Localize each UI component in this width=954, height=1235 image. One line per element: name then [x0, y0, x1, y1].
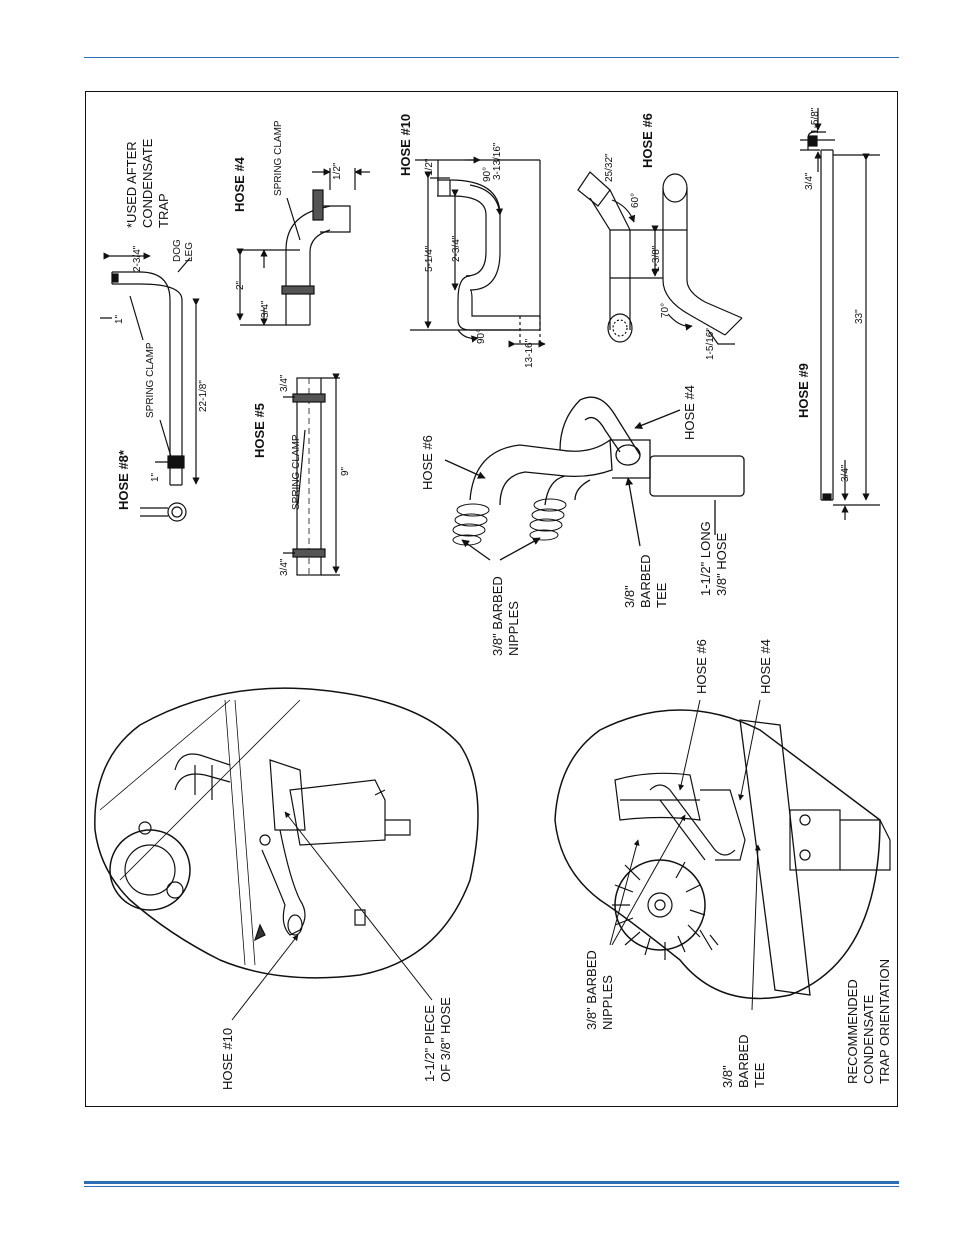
hose8-note-1: *USED AFTER — [124, 141, 139, 228]
assembly-nipples-1: 3/8" BARBED — [490, 576, 505, 656]
hose10-dim-6: 90° — [476, 329, 487, 344]
hose5-dim-3: 3/4" — [279, 558, 290, 576]
hose10-dim-5: 2-3/4" — [451, 235, 462, 262]
hose8-dim-3: 1" — [114, 314, 125, 324]
hose5-drawing — [283, 373, 340, 576]
assembly-hose4-label: HOSE #4 — [682, 385, 697, 440]
assembly-drawing — [444, 396, 745, 561]
hose9-title: HOSE #9 — [796, 363, 811, 418]
hose5-title: HOSE #5 — [252, 403, 267, 458]
hose5-dim-1: 3/4" — [279, 374, 290, 392]
photo2-caption-1: RECOMMENDED — [845, 979, 860, 1084]
photo1-piece-1: 1-1/2" PIECE — [422, 1005, 437, 1082]
hose4-dim-3: 3/4" — [260, 300, 271, 318]
hose10-drawing — [410, 156, 546, 348]
assembly-tee-1: 3/8" — [622, 585, 637, 608]
photo2-tee-2: BARBED — [736, 1035, 751, 1088]
hose8-dim-1: 1" — [150, 472, 161, 482]
assembly-tee-2: BARBED — [638, 555, 653, 608]
assembly-long-hose-2: 3/8" HOSE — [714, 533, 729, 596]
photo1-hose10-label: HOSE #10 — [220, 1028, 235, 1090]
hose4-title: HOSE #4 — [232, 156, 247, 212]
hose6-dim-4: 70° — [660, 303, 671, 318]
footer-rule — [84, 1181, 899, 1184]
hose4-drawing — [236, 168, 370, 326]
photo1-illustration — [94, 687, 479, 979]
photo2-hose6-label: HOSE #6 — [694, 639, 709, 694]
hose8-drawing — [100, 252, 200, 522]
photo2-caption-3: TRAP ORIENTATION — [877, 959, 892, 1084]
hose6-dim-2: 60° — [630, 193, 641, 208]
hose8-note-3: TRAP — [156, 193, 171, 228]
header-rule — [84, 57, 899, 58]
hose8-title: HOSE #8* — [116, 449, 131, 510]
photo2-tee-1: 3/8" — [720, 1065, 735, 1088]
photo2-nipples-2: NIPPLES — [600, 975, 615, 1030]
figure-frame — [85, 91, 898, 1107]
photo2-caption-2: CONDENSATE — [861, 994, 876, 1084]
assembly-long-hose-1: 1-1/2" LONG — [698, 521, 713, 596]
footer-rule-thin — [84, 1186, 899, 1187]
hose6-drawing — [577, 171, 743, 345]
assembly-hose6-label: HOSE #6 — [420, 435, 435, 490]
hose9-dim-3: 33" — [854, 309, 865, 324]
hose8-dim-4: 2-3/4" — [132, 245, 143, 272]
hose9-dim-2: 3/4" — [804, 172, 815, 190]
photo2-tee-3: TEE — [752, 1062, 767, 1088]
photo2-hose4-label: HOSE #4 — [758, 639, 773, 694]
hose10-dim-2: 3-13/16" — [492, 142, 503, 180]
hose4-dim-2: 2" — [235, 280, 246, 290]
hose6-dim-3: 1-3/8" — [651, 245, 662, 272]
hose10-dim-1: 1/2" — [424, 158, 435, 176]
hose5-dim-2: 9" — [340, 466, 351, 476]
hose4-clamp-label: SPRING CLAMP — [273, 120, 284, 196]
hose6-dim-1: 25/32" — [604, 153, 615, 182]
photo2-leaders — [609, 699, 761, 1011]
assembly-nipples-2: NIPPLES — [506, 601, 521, 656]
hose8-clamp-label: SPRING CLAMP — [145, 342, 156, 418]
photo1-piece-2: OF 3/8" HOSE — [438, 997, 453, 1082]
hose9-drawing — [800, 108, 880, 520]
hose8-dogleg-2: LEG — [184, 242, 195, 262]
hose9-dim-4: 3/4" — [840, 464, 851, 482]
assembly-tee-3: TEE — [654, 582, 669, 608]
hose10-title: HOSE #10 — [398, 114, 413, 176]
photo1-leaders — [231, 811, 433, 1021]
photo2-illustration — [554, 709, 891, 1000]
photo2-nipples-1: 3/8" BARBED — [584, 950, 599, 1030]
hose10-dim-3: 90° — [482, 167, 493, 182]
hose8-dim-2: 22-1/8" — [198, 380, 209, 412]
hose6-dim-5: 1-5/16" — [705, 328, 716, 360]
hose4-dim-1: 1/2" — [332, 162, 343, 180]
hose8-note-2: CONDENSATE — [140, 138, 155, 228]
hose6-title: HOSE #6 — [640, 113, 655, 168]
hose9-dim-1: 1-5/8" — [810, 107, 821, 134]
hose10-dim-7: 13-16" — [524, 338, 535, 368]
hose5-clamp-label: SPRING CLAMP — [291, 434, 302, 510]
hose10-dim-4: 5-1/4" — [424, 245, 435, 272]
hose8-dogleg-1: DOG — [172, 239, 183, 262]
